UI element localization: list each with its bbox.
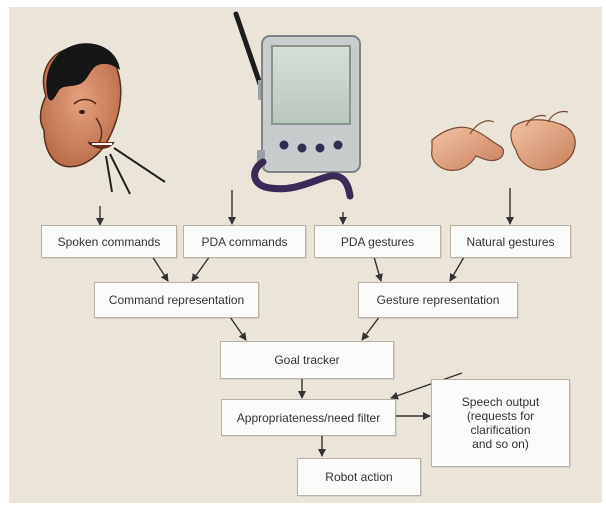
goal-tracker-node: Goal tracker xyxy=(220,341,394,379)
speech-lines xyxy=(106,148,165,194)
gesture-representation-node: Gesture representation xyxy=(358,282,518,318)
pda-gestures-node: PDA gestures xyxy=(314,225,441,258)
speaking-person-head-icon xyxy=(41,43,121,167)
handheld-pda-device-icon xyxy=(236,14,360,196)
pda-commands-node: PDA commands xyxy=(183,225,306,258)
natural-gestures-node: Natural gestures xyxy=(450,225,571,258)
spoken-commands-node: Spoken commands xyxy=(41,225,177,258)
appropriateness-filter-node: Appropriateness/need filter xyxy=(221,399,396,436)
command-representation-node: Command representation xyxy=(94,282,259,318)
speech-output-line-4: and so on) xyxy=(472,437,529,451)
gesturing-hands-icon xyxy=(432,111,576,170)
speech-output-node: Speech output (requests for clarificatio… xyxy=(431,379,570,467)
robot-action-node: Robot action xyxy=(297,458,421,496)
speech-output-line-3: clarification xyxy=(470,423,530,437)
speech-output-line-1: Speech output xyxy=(462,395,539,409)
speech-output-line-2: (requests for xyxy=(467,409,534,423)
